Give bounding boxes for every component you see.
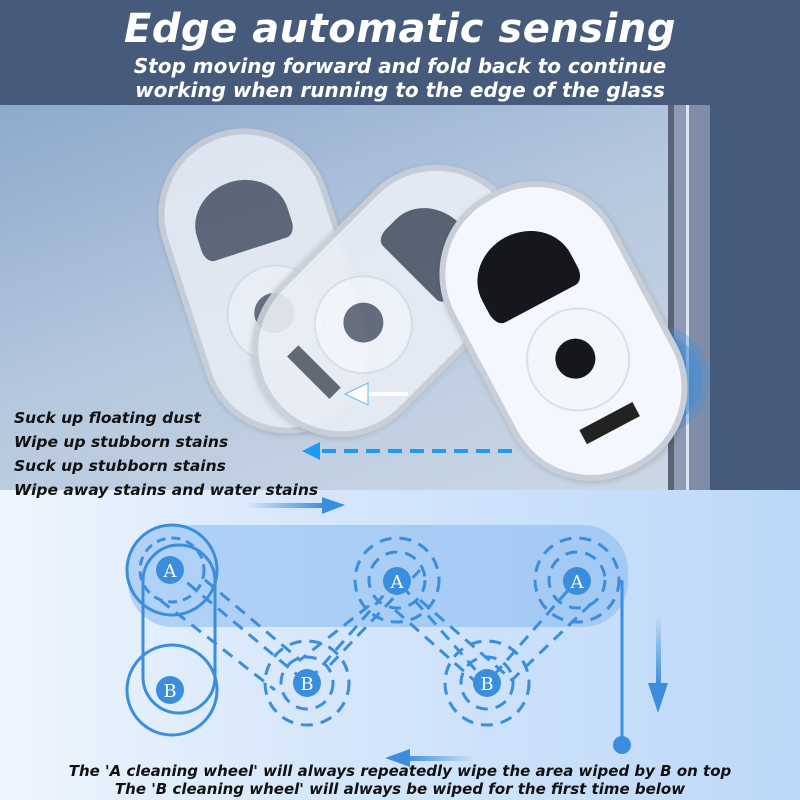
zigzag-path [159,536,621,727]
caption-line-2: The 'B cleaning wheel' will always be wi… [114,780,686,798]
robot-outline [141,543,217,715]
direction-right-arrow-icon [245,497,345,514]
wheel-a-start-dashed [138,536,206,604]
feature-item: Suck up stubborn stains [14,457,226,475]
wheel-b-label: B [163,681,176,702]
photo-arrows [302,382,512,460]
wheel-b-badge [473,669,501,697]
feature-item: Wipe up stubborn stains [14,433,229,451]
direction-left-arrow-icon [385,749,475,767]
page-title: Edge automatic sensing [124,6,676,52]
wheel-a-badge [383,567,411,595]
product-photo [0,105,800,490]
wheel-a-badge [563,567,591,595]
caption-line-1: The 'A cleaning wheel' will always repea… [68,762,732,780]
wheel-b-badge [293,669,321,697]
subtitle-line-1: Stop moving forward and fold back to con… [133,54,667,78]
wheel-a-badge [156,556,184,584]
header-banner: Edge automatic sensing Stop moving forwa… [0,0,800,105]
wheel-b-label: B [300,674,313,695]
direction-down-arrow-icon [648,615,668,713]
wheel-b-badge [156,676,184,704]
dashed-left-arrow-icon [302,442,512,460]
path-end-dot [613,736,631,754]
window-frame-dark [710,105,800,490]
feature-list: Suck up floating dust Wipe up stubborn s… [14,406,318,502]
wheel-a-label: A [390,572,405,593]
wheel-a-label: A [163,561,178,582]
wheel-a-label: A [570,572,585,593]
wheel-b-start-ring [125,643,219,737]
subtitle-line-2: working when running to the edge of the … [135,78,665,102]
wheel-b-label: B [480,674,493,695]
wheel-a-start-ring [125,523,219,617]
wiped-area-band [128,525,628,627]
fold-back-arrow-icon [343,382,408,406]
feature-item: Suck up floating dust [14,409,201,427]
feature-item: Wipe away stains and water stains [14,481,319,499]
